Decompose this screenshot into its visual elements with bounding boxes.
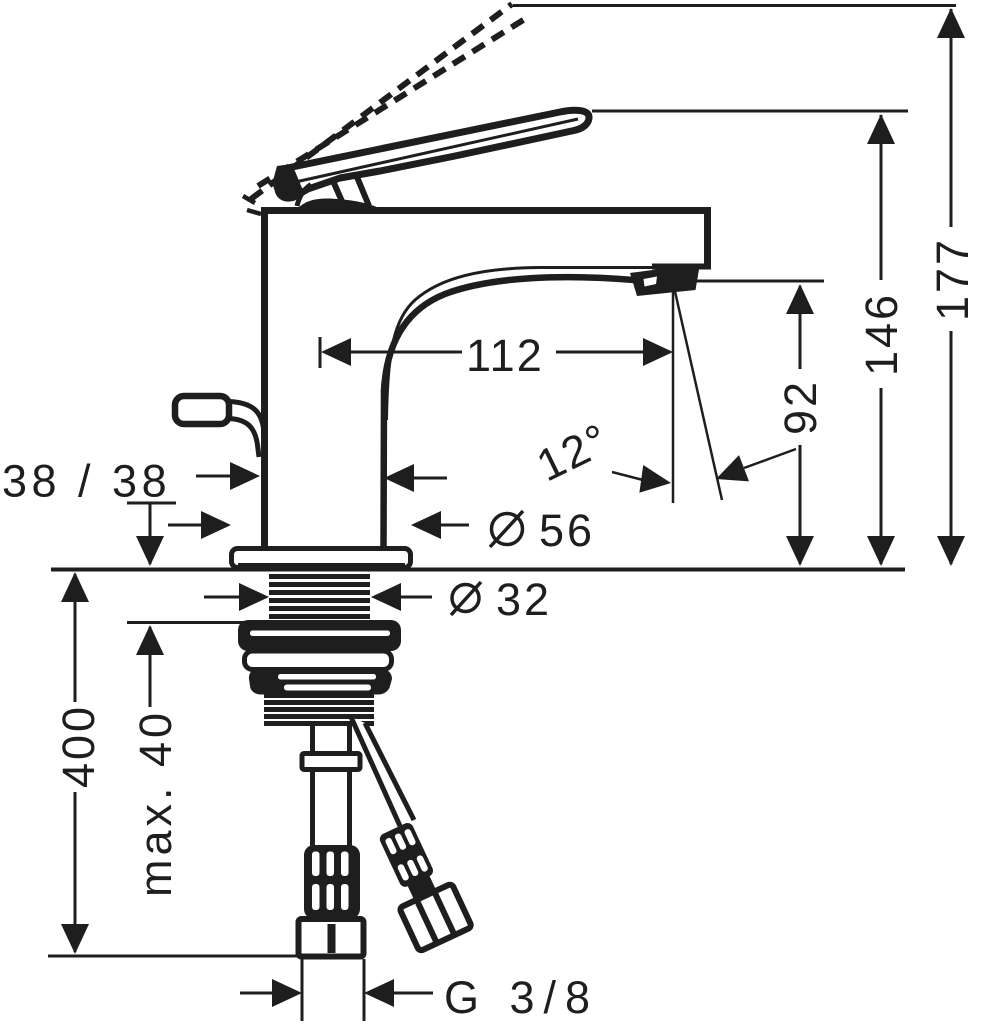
svg-text:max. 40: max. 40 — [130, 709, 181, 897]
svg-text:92: 92 — [775, 379, 826, 435]
svg-text:38 / 38: 38 / 38 — [2, 456, 171, 507]
svg-text:56: 56 — [539, 505, 595, 556]
svg-text:112: 112 — [466, 330, 544, 381]
svg-text:400: 400 — [53, 704, 104, 788]
svg-text:177: 177 — [927, 237, 978, 321]
svg-text:32: 32 — [496, 574, 552, 625]
svg-text:146: 146 — [856, 292, 907, 376]
svg-text:G 3/8: G 3/8 — [444, 972, 599, 1023]
